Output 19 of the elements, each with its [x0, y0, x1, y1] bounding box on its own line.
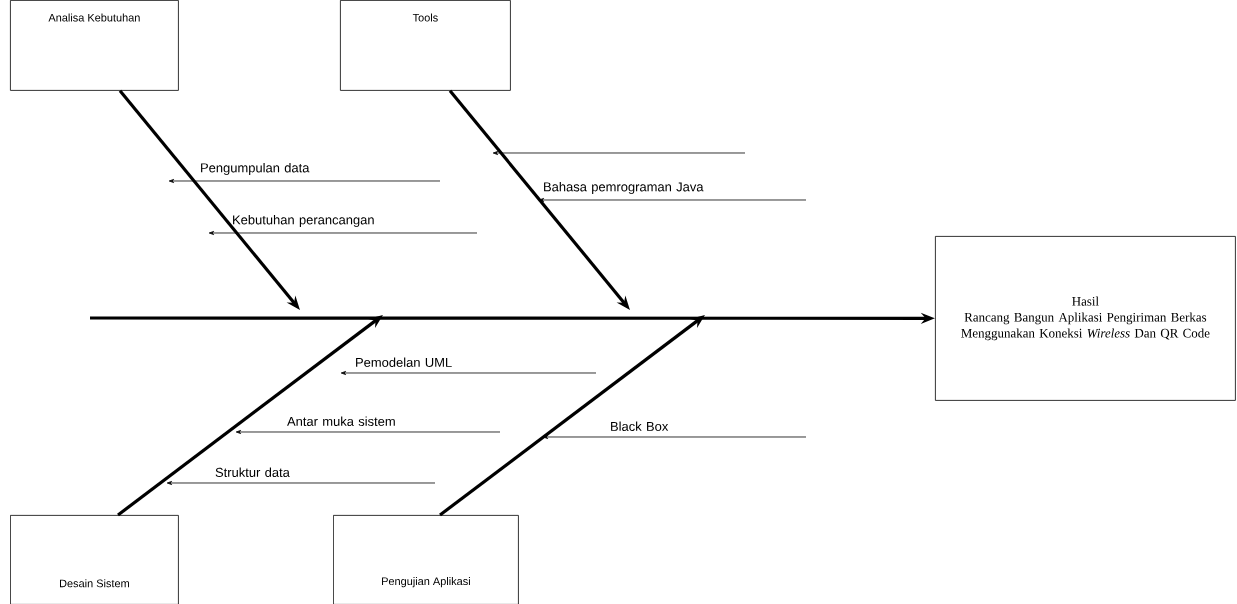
result-box: Hasil Rancang Bangun Aplikasi Pengiriman Berkas Menggunakan Koneksi Wireless Dan QR Code [935, 236, 1236, 401]
cause-arrow [340, 371, 597, 375]
category-box: Tools [340, 0, 511, 91]
cause-label: Antar muka sistem [287, 416, 395, 426]
cause-label: Pemodelan UML [356, 357, 452, 367]
cause-arrow [542, 435, 807, 439]
cause-label: Struktur data [215, 467, 290, 477]
cause-arrow [235, 430, 501, 434]
cause-label: Kebutuhan perancangan [233, 214, 374, 227]
cause-arrow [208, 231, 478, 235]
cause-label: Bahasa pemrograman Java [544, 181, 704, 194]
category-box: Pengujian Aplikasi [333, 515, 519, 604]
cause-label: Black Box [611, 421, 669, 431]
cause-label: Pengumpulan data [201, 162, 310, 175]
cause-arrow [168, 179, 441, 183]
category-box: Analisa Kebutuhan [10, 0, 179, 91]
cause-arrow [166, 481, 436, 485]
category-box: Desain Sistem [10, 515, 179, 604]
cause-arrow [538, 198, 807, 202]
